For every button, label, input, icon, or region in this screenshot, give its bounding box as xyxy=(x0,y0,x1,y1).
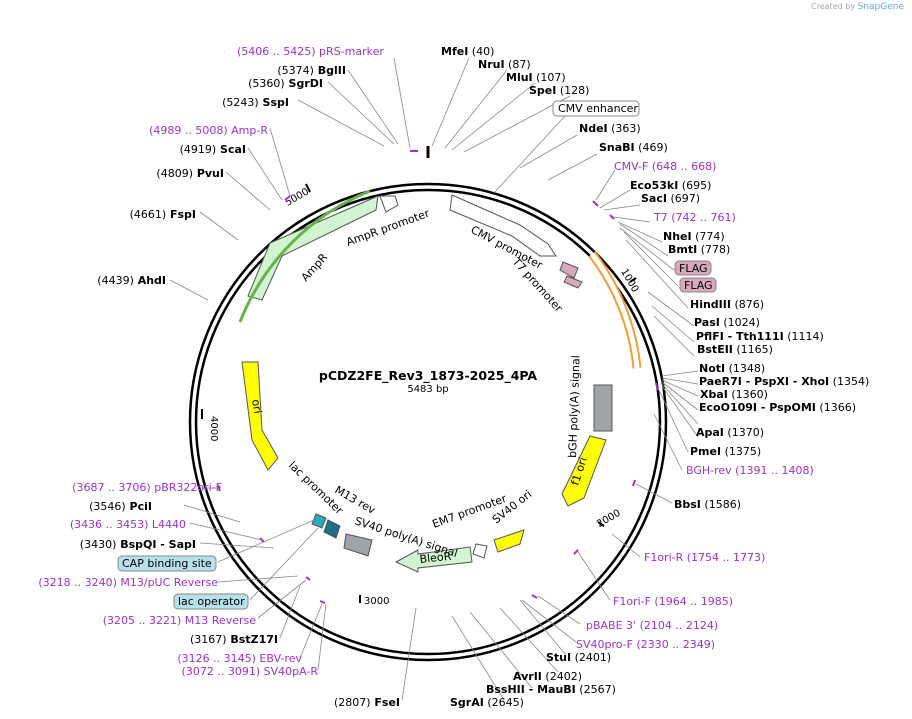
site-label-bsshii: BssHII - MauBI (2567) xyxy=(486,683,616,696)
watermark-brand: SnapGene xyxy=(857,2,904,12)
site-label-nrui: NruI (87) xyxy=(478,58,531,71)
site-label-spei: SpeI (128) xyxy=(529,84,589,97)
backbone-outer-ring xyxy=(188,182,668,662)
site-label-f1ori-f: F1ori-F (1964 .. 1985) xyxy=(613,595,733,608)
site-label-hindiii: HindIII (876) xyxy=(690,298,764,311)
site-label-sgrdi: (5360) SgrDI xyxy=(248,77,323,90)
site-label-eco53ki: Eco53kI (695) xyxy=(630,179,711,192)
site-label-ndei: NdeI (363) xyxy=(579,122,641,135)
site-label-pbr322ori-f: (3687 .. 3706) pBR322ori-F xyxy=(72,481,222,494)
ampr-label: AmpR xyxy=(299,251,331,284)
lac-operator-label: lac operator xyxy=(178,595,245,608)
site-label-ebv-rev: (3126 .. 3145) EBV-rev xyxy=(177,652,302,665)
site-label-pcii: (3546) PciI xyxy=(89,500,152,513)
flag-box-2 xyxy=(679,277,717,293)
cap-site-mark xyxy=(311,513,327,529)
ampr-arrow xyxy=(247,195,379,301)
sv40ori-box xyxy=(493,529,525,553)
site-label-scai: (4919) ScaI xyxy=(180,143,246,156)
site-label-avrii: AvrII (2402) xyxy=(513,670,582,683)
tick-label-2000: 2000 xyxy=(595,508,623,530)
tick-label-3000: 3000 xyxy=(364,596,389,607)
tick-label-4000: 4000 xyxy=(208,416,219,441)
bgh-label: bGH poly(A) signal xyxy=(566,355,583,458)
site-label-apai: ApaI (1370) xyxy=(696,426,764,439)
flag-mark-2 xyxy=(563,275,583,289)
site-label-xbai: XbaI (1360) xyxy=(700,388,768,401)
site-label-pvui: (4809) PvuI xyxy=(156,167,224,180)
cap-binding-box xyxy=(117,555,217,572)
cmv-enhancer-box xyxy=(552,100,640,117)
site-label-amp-r: (4989 .. 5008) Amp-R xyxy=(149,124,268,137)
site-label-mfei: MfeI (40) xyxy=(441,45,494,58)
flag-label-1: FLAG xyxy=(679,262,708,275)
site-label-stui: StuI (2401) xyxy=(546,651,611,664)
site-label-bstz17i: (3167) BstZ17I xyxy=(190,633,278,646)
flag-box-1 xyxy=(674,260,712,276)
plasmid-length: 5483 bp xyxy=(407,384,448,395)
site-label-prs-marker: (5406 .. 5425) pRS-marker xyxy=(237,45,384,58)
site-label-m13-reverse: (3205 .. 3221) M13 Reverse xyxy=(103,614,256,627)
site-label-bbsi: BbsI (1586) xyxy=(674,498,741,511)
flag-label-2: FLAG xyxy=(684,279,713,292)
site-label-bsteii: BstEII (1165) xyxy=(697,343,773,356)
lac-operator-box xyxy=(173,593,249,610)
watermark-prefix: Created by xyxy=(811,2,856,11)
bleor-arrow xyxy=(394,546,473,573)
cmv-promoter-arrow xyxy=(449,194,557,257)
site-label-m13-puc-reverse: (3218 .. 3240) M13/pUC Reverse xyxy=(38,576,218,589)
site-label-mlui: MluI (107) xyxy=(506,71,566,84)
site-label-snabi: SnaBI (469) xyxy=(599,141,668,154)
f1ori-arrow xyxy=(561,435,607,507)
cap-binding-label: CAP binding site xyxy=(122,557,212,570)
backbone-inner-ring xyxy=(194,188,662,656)
flag-mark-1 xyxy=(559,261,579,279)
bgh-signal-box xyxy=(593,384,613,432)
site-label-sgrai: SgrAI (2645) xyxy=(450,696,524,709)
ampr-promoter-arrow xyxy=(379,195,399,213)
site-label-pasi: PasI (1024) xyxy=(694,316,760,329)
site-label-nhei: NheI (774) xyxy=(663,230,725,243)
site-label-pmei: PmeI (1375) xyxy=(690,445,761,458)
ori-label: ori xyxy=(249,398,264,414)
ampr-highlight-arc xyxy=(238,189,371,323)
site-label-saci: SacI (697) xyxy=(641,192,700,205)
right-site-labels: (5406 .. 5425) pRS-marker MfeI (40)NruI (… xyxy=(237,45,869,709)
site-label-fspi: (4661) FspI xyxy=(130,208,196,221)
site-label-bspqi: (3430) BspQI - SapI xyxy=(80,538,196,551)
plasmid-name: pCDZ2FE_Rev3_1873-2025_4PA xyxy=(319,368,538,384)
site-label-sv40pa-r: (3072 .. 3091) SV40pA-R xyxy=(182,665,319,678)
site-label-t7: T7 (742 .. 761) xyxy=(653,211,736,224)
bleor-label: BleoR xyxy=(419,550,452,566)
site-label-paer7i: PaeR7I - PspXI - XhoI (1354) xyxy=(699,375,869,388)
site-label-pflfi: PflFI - Tth111I (1114) xyxy=(696,330,824,343)
site-label-bmti: BmtI (778) xyxy=(668,243,730,256)
site-label-noti: NotI (1348) xyxy=(699,362,765,375)
site-label-sv40pro-f: SV40pro-F (2330 .. 2349) xyxy=(576,638,715,651)
tick-marks xyxy=(201,183,637,603)
left-site-labels: (5374) BglII(5360) SgrDI (5243) SspI (4989… xyxy=(38,64,400,709)
snapgene-watermark: Created by SnapGene xyxy=(811,2,904,12)
tick-label-1000: 1000 xyxy=(618,267,640,295)
ori-arrow xyxy=(241,361,279,471)
site-label-sspi: (5243) SspI xyxy=(222,96,289,109)
site-label-ahdi: (4439) AhdI xyxy=(97,274,166,287)
site-label-l4440: (3436 .. 3453) L4440 xyxy=(70,518,186,531)
cmv-enhancer-label: CMV enhancer xyxy=(558,102,638,115)
leader-lines xyxy=(169,57,699,701)
site-label-fsei: (2807) FseI xyxy=(334,696,400,709)
site-label-pbabe-3-: pBABE 3' (2104 .. 2124) xyxy=(586,619,718,632)
site-label-f1ori-r: F1ori-R (1754 .. 1773) xyxy=(644,551,765,564)
lac-promoter-mark xyxy=(323,519,341,539)
site-label-ecoo109i: EcoO109I - PspOMI (1366) xyxy=(699,401,856,414)
em7-arrow xyxy=(472,543,488,559)
sv40pa-box xyxy=(343,533,373,557)
site-label-bgh-rev: BGH-rev (1391 .. 1408) xyxy=(686,464,814,477)
site-label-cmv-f: CMV-F (648 .. 668) xyxy=(614,160,716,173)
site-label-bglii: (5374) BglII xyxy=(277,64,346,77)
